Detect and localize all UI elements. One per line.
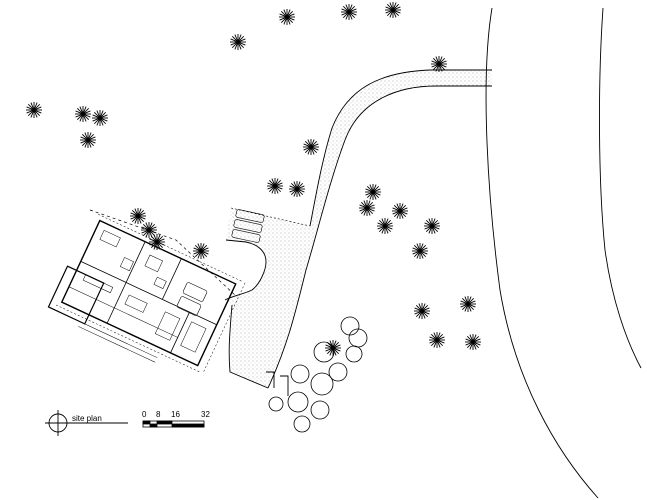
tree-icon [465, 334, 481, 350]
shrub-group [268, 316, 368, 433]
legend-title: site plan [72, 414, 102, 423]
tree-icon [392, 203, 408, 219]
tree-icon [26, 102, 42, 118]
tree-icon [80, 132, 96, 148]
tree-icon [149, 234, 165, 250]
shrub-circle-icon [290, 364, 310, 384]
tree-icon [92, 110, 108, 126]
tree-icon [365, 184, 381, 200]
shrub-circle-icon [310, 400, 330, 420]
shrub-circle-icon [287, 391, 309, 413]
tree-icon [193, 243, 209, 259]
shrub-circle-icon [310, 372, 334, 396]
north-arrow-icon [45, 410, 128, 436]
trees [26, 2, 481, 356]
tree-icon [431, 56, 447, 72]
main-road [485, 7, 642, 499]
shrub-circle-icon [345, 345, 363, 363]
tree-icon [414, 303, 430, 319]
scale-bar [142, 420, 205, 428]
scale-tick-label: 8 [156, 410, 161, 419]
tree-icon [130, 208, 146, 224]
tree-icon [424, 218, 440, 234]
tree-icon [412, 243, 428, 259]
shrub-circle-icon [293, 415, 311, 433]
house-plan [47, 214, 246, 374]
shrub-circle-icon [328, 362, 348, 382]
tree-icon [377, 218, 393, 234]
tree-icon [289, 181, 305, 197]
tree-icon [460, 296, 476, 312]
parking-stalls [231, 209, 265, 243]
tree-icon [75, 106, 91, 122]
property-line [89, 209, 237, 297]
tree-icon [325, 340, 341, 356]
shrub-circle-icon [340, 316, 360, 336]
garage [176, 282, 208, 316]
small-structure [266, 371, 289, 396]
shrub-circle-icon [348, 328, 368, 348]
scale-tick-label: 32 [201, 410, 210, 419]
scale-tick-label: 0 [142, 410, 147, 419]
tree-icon [385, 2, 401, 18]
tree-icon [429, 332, 445, 348]
scale-tick-label: 16 [171, 410, 180, 419]
tree-icon [267, 178, 283, 194]
tree-icon [230, 34, 246, 50]
tree-icon [303, 139, 319, 155]
tree-icon [359, 200, 375, 216]
tree-icon [341, 4, 357, 20]
shrub-circle-icon [268, 396, 284, 412]
shrub-circle-icon [313, 341, 335, 363]
tree-icon [279, 9, 295, 25]
driveway [224, 69, 492, 389]
